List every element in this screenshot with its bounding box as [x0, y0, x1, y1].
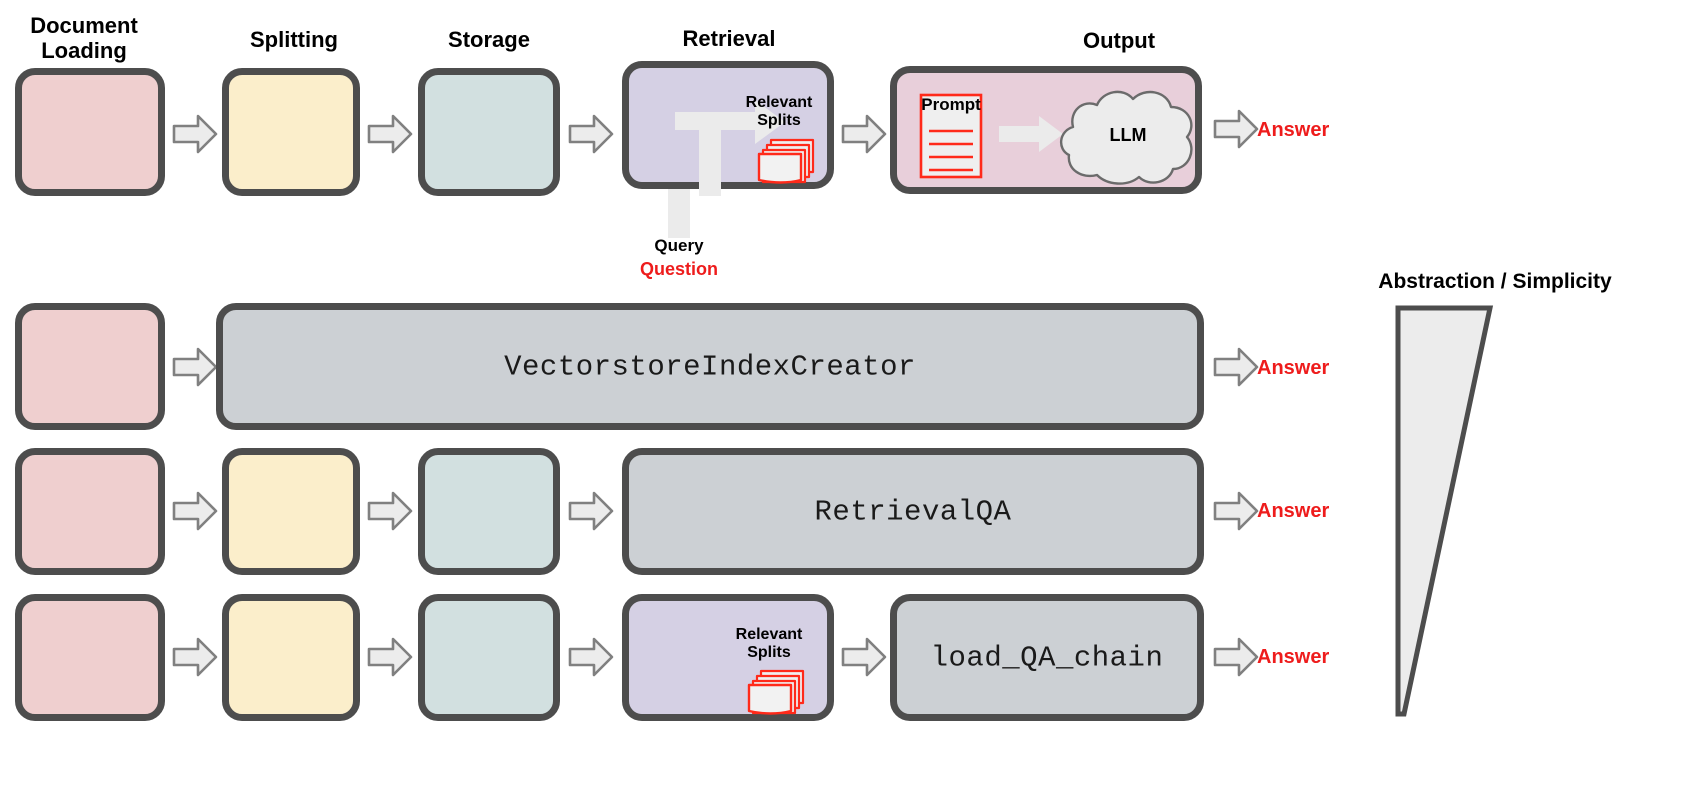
output-inner-arrow [999, 115, 1065, 153]
abstraction-wedge [1392, 304, 1502, 723]
answer-row3: Answer [1257, 500, 1330, 522]
row1-arrow-answer [1213, 108, 1259, 150]
row1-box-output[interactable]: Prompt LLM [890, 66, 1202, 194]
row2-api-label: VectorstoreIndexCreator [504, 350, 916, 383]
row2-arrow-1 [172, 346, 218, 388]
prompt-label: Prompt [921, 95, 981, 114]
row2-arrow-answer [1213, 346, 1259, 388]
row4-arrow-1 [172, 636, 218, 678]
row3-api-label: RetrievalQA [814, 495, 1012, 528]
row4-arrow-4 [841, 636, 887, 678]
row3-box-storage[interactable] [418, 448, 560, 575]
row3-arrow-answer [1213, 490, 1259, 532]
prompt-document [919, 93, 983, 184]
row4-box-document-loading[interactable] [15, 594, 165, 721]
relevant-splits-docs-row1 [757, 136, 819, 193]
row3-box-splitting[interactable] [222, 448, 360, 575]
row3-arrow-3 [568, 490, 614, 532]
row2-box-document-loading[interactable] [15, 303, 165, 430]
answer-row1: Answer [1257, 119, 1330, 141]
llm-label: LLM [1109, 125, 1147, 145]
row1-arrow-1 [172, 113, 218, 155]
row3-arrow-2 [367, 490, 413, 532]
question-label: Question [639, 259, 718, 279]
stage-title-splitting: Splitting [250, 27, 338, 52]
row3-arrow-1 [172, 490, 218, 532]
retrieval-flow-arrow [663, 100, 793, 201]
row1-box-splitting[interactable] [222, 68, 360, 196]
row1-arrow-4 [841, 113, 887, 155]
relevant-splits-label-row4: Relevant Splits [735, 626, 803, 661]
row4-box-retrieval[interactable]: Relevant Splits [622, 594, 834, 721]
row3-box-api[interactable]: RetrievalQA [622, 448, 1204, 575]
row4-box-storage[interactable] [418, 594, 560, 721]
wedge-title: Abstraction / Simplicity [1378, 270, 1612, 293]
row1-box-retrieval[interactable]: Relevant Splits [622, 61, 834, 196]
relevant-splits-label-row1: Relevant Splits [745, 94, 813, 129]
stage-title-retrieval: Retrieval [682, 26, 776, 51]
stage-title-output: Output [1082, 28, 1156, 53]
row1-box-storage[interactable] [418, 68, 560, 196]
row4-box-api[interactable]: load_QA_chain [890, 594, 1204, 721]
row2-box-api[interactable]: VectorstoreIndexCreator [216, 303, 1204, 430]
stage-title-document-loading: Document Loading [30, 13, 138, 63]
row4-api-label: load_QA_chain [930, 641, 1164, 674]
row4-arrow-3 [568, 636, 614, 678]
row4-arrow-2 [367, 636, 413, 678]
answer-row4: Answer [1257, 646, 1330, 668]
llm-cloud [1057, 83, 1199, 196]
row3-box-document-loading[interactable] [15, 448, 165, 575]
row1-arrow-3 [568, 113, 614, 155]
query-label: Query [654, 236, 704, 255]
row1-box-document-loading[interactable] [15, 68, 165, 196]
answer-row2: Answer [1257, 357, 1330, 379]
relevant-splits-docs-row4 [747, 667, 809, 724]
row4-arrow-answer [1213, 636, 1259, 678]
row4-box-splitting[interactable] [222, 594, 360, 721]
stage-title-storage: Storage [448, 27, 530, 52]
row1-arrow-2 [367, 113, 413, 155]
